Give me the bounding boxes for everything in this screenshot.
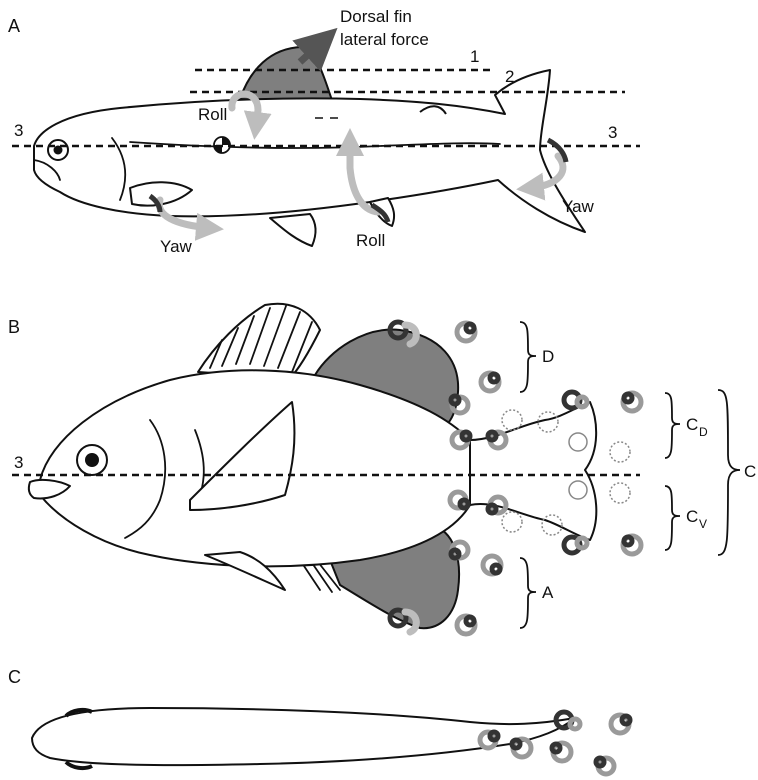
roll-label-upper: Roll bbox=[198, 105, 227, 124]
label-cd-main: C bbox=[686, 415, 698, 434]
vortex-ring bbox=[564, 392, 587, 408]
vortex-ring bbox=[457, 616, 475, 634]
plane-3-label-right: 3 bbox=[608, 123, 617, 142]
label-cd-sub: D bbox=[699, 425, 708, 439]
panel-c-label: C bbox=[8, 667, 21, 687]
vortex-ring bbox=[610, 483, 630, 503]
vortex-ring bbox=[610, 442, 630, 462]
plane-1-label: 1 bbox=[470, 47, 479, 66]
pelvic-fin-a bbox=[270, 214, 316, 246]
vortex-ring bbox=[451, 396, 468, 413]
vortex-ring bbox=[451, 542, 468, 558]
bracket-cv bbox=[665, 486, 680, 550]
vortex-ring bbox=[552, 743, 571, 761]
sunfish-pupil bbox=[85, 453, 99, 467]
bracket-a bbox=[520, 558, 536, 628]
label-d: D bbox=[542, 347, 554, 366]
bracket-c bbox=[718, 390, 740, 555]
dorsal-label-line1: Dorsal fin bbox=[340, 7, 412, 26]
vortex-ring bbox=[481, 373, 499, 391]
dorsal-label-line2: lateral force bbox=[340, 30, 429, 49]
label-cv-sub: V bbox=[699, 517, 707, 531]
spiny-dorsal-fin bbox=[198, 304, 320, 378]
vortex-ring bbox=[596, 758, 614, 774]
vortex-ring bbox=[564, 537, 587, 553]
bracket-cd bbox=[665, 393, 680, 458]
panel-b-label: B bbox=[8, 317, 20, 337]
plane-3-label-b: 3 bbox=[14, 453, 23, 472]
label-cv-main: C bbox=[686, 507, 698, 526]
vortex-ring bbox=[502, 512, 522, 532]
plane-2-label: 2 bbox=[505, 67, 514, 86]
bracket-d bbox=[520, 322, 536, 392]
vortex-ring bbox=[457, 323, 475, 341]
label-a: A bbox=[542, 583, 554, 602]
label-c: C bbox=[744, 462, 756, 481]
vortex-ring bbox=[512, 739, 531, 757]
vortex-ring bbox=[611, 715, 630, 733]
yaw-label-left: Yaw bbox=[160, 237, 193, 256]
vortex-ring bbox=[483, 556, 501, 574]
plane-3-label-left: 3 bbox=[14, 121, 23, 140]
yaw-label-right: Yaw bbox=[562, 197, 595, 216]
panel-a-label: A bbox=[8, 16, 20, 36]
sunfish-tail bbox=[470, 402, 596, 540]
vortex-ring bbox=[623, 536, 641, 554]
vortex-ring bbox=[623, 393, 641, 411]
roll-label-lower: Roll bbox=[356, 231, 385, 250]
